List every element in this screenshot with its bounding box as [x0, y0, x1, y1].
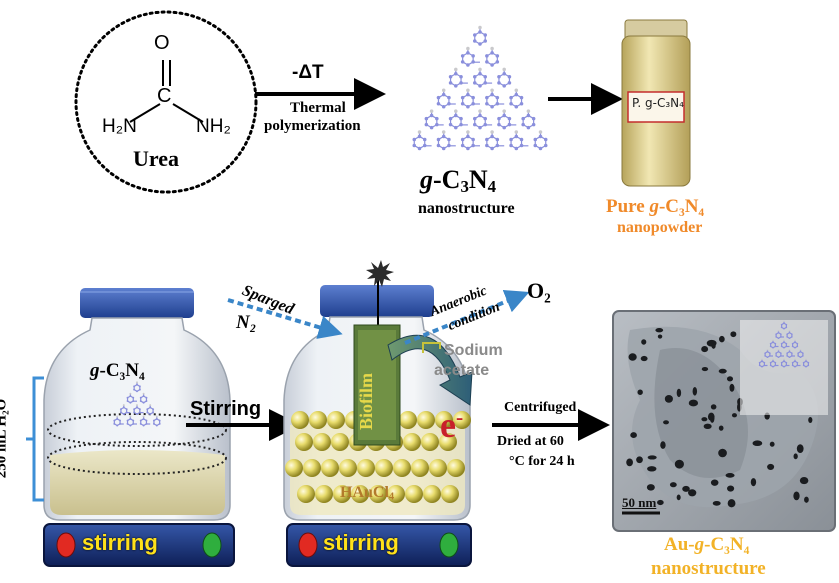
gcn-network-top: [412, 25, 548, 151]
stir-plate-2-label: stirring: [323, 530, 399, 555]
n2-label: N₂: [236, 312, 257, 333]
urea-atom-nh2: NH₂: [196, 116, 231, 137]
o2-label: O₂: [527, 278, 551, 303]
gcn-caption: nanostructure: [418, 200, 515, 217]
urea-label: Urea: [133, 146, 180, 171]
bottle-2-icon: [283, 260, 473, 521]
stir-plate-1-label: stirring: [82, 530, 158, 555]
pure-caption: nanopowder: [617, 219, 703, 236]
pure-gcn-title: Pure g-C₃N₄: [606, 196, 705, 217]
tem-image: [612, 310, 836, 532]
urea-atom-h2n: H₂N: [102, 116, 137, 137]
bottle-1-label: g-C₃N₄: [90, 360, 145, 381]
gcn-title: g-C3N4: [420, 165, 497, 197]
stir-plate-2: [286, 523, 472, 567]
scale-bar-label: 50 nm: [622, 495, 657, 510]
urea-atom-o: O: [154, 32, 170, 54]
stirring-step-label: Stirring: [190, 398, 262, 420]
sodium-label: Sodium: [444, 342, 503, 359]
stir-plate-1: [43, 523, 235, 567]
centrifuged-label: Centrifuged: [504, 400, 577, 415]
product-caption: nanostructure: [651, 558, 766, 579]
haucl4-label: HAuCl4: [340, 484, 395, 503]
polymerization-label: polymerization: [264, 118, 361, 134]
dried-label-1: Dried at 60: [497, 434, 564, 449]
thermal-label: Thermal: [290, 100, 346, 116]
electron-label: e-: [440, 405, 464, 445]
urea-atom-c: C: [157, 85, 172, 107]
delta-t-label: -ΔT: [292, 62, 324, 83]
vial-tag: P. g-C₃N₄: [632, 96, 684, 110]
volume-label: 250 mL H₂O: [0, 398, 10, 479]
bottle-1-icon: [43, 288, 231, 521]
dried-label-2: °C for 24 h: [509, 454, 575, 469]
vial-icon: [621, 19, 691, 187]
product-title: Au-g-C₃N₄: [664, 534, 750, 555]
biofilm-label: Biofilm: [356, 373, 376, 430]
acetate-label: acetate: [434, 362, 490, 379]
